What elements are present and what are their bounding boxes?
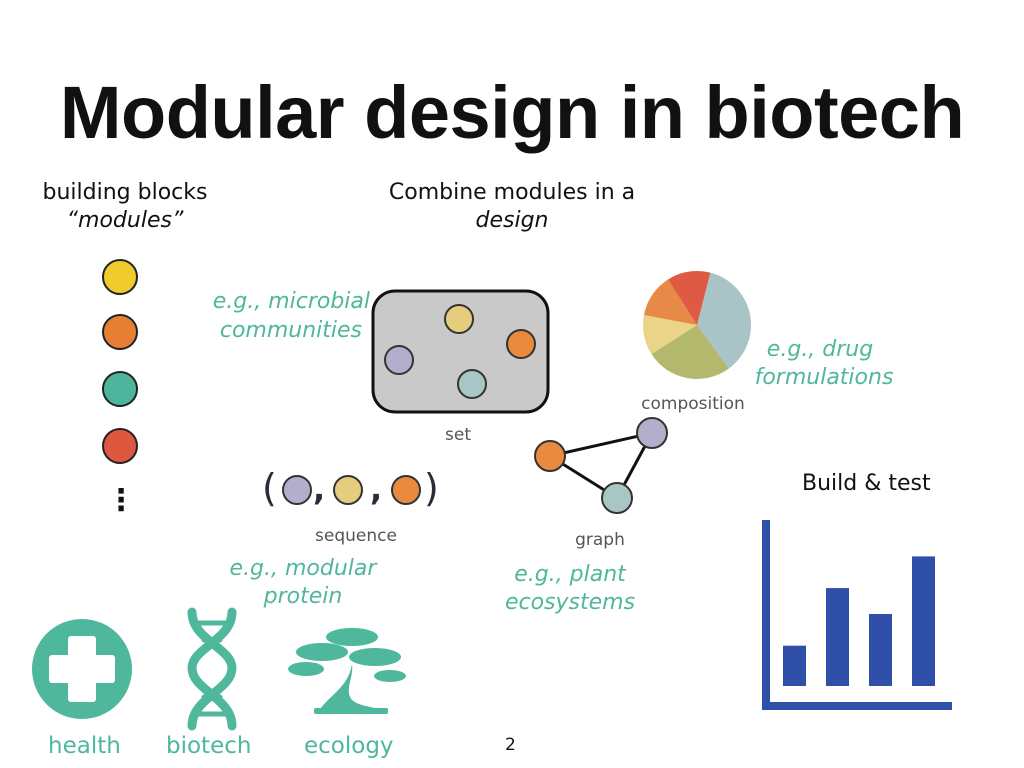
module-yellow [102, 259, 138, 295]
modules-ellipsis: ⋮ [106, 483, 136, 518]
modules-subheading: “modules” [66, 208, 184, 233]
set-module-purple [384, 345, 414, 375]
sequence-module-purple [282, 475, 312, 505]
set-module-orange [506, 329, 536, 359]
graph-node-teal [601, 482, 633, 514]
page-number: 2 [505, 735, 516, 755]
sequence-close-paren: ) [424, 466, 439, 510]
graph-diagram [534, 417, 668, 514]
chart-axes [762, 520, 952, 710]
set-example-line1: e.g., microbial [212, 289, 370, 314]
set-box [371, 289, 550, 414]
combine-heading: Combine modules in a [388, 180, 636, 205]
set-module-teal [457, 369, 487, 399]
pie-slice [651, 325, 729, 379]
graph-node-purple [636, 417, 668, 449]
set-module-yellow [444, 304, 474, 334]
module-red [102, 428, 138, 464]
application-label-biotech: biotech [166, 733, 252, 759]
sequence-open-paren: ( [262, 466, 277, 510]
chart-bar [912, 556, 935, 686]
module-column [102, 259, 138, 464]
graph-label: graph [575, 530, 625, 550]
sequence-label: sequence [315, 526, 397, 546]
composition-example-line2: formulations [754, 365, 894, 390]
composition-pie [643, 271, 751, 379]
modules-heading: building blocks [42, 180, 208, 205]
sequence-module-yellow [333, 475, 363, 505]
chart-bar [783, 645, 806, 686]
set-example-line2: communities [219, 318, 362, 343]
module-teal [102, 371, 138, 407]
health-cross-icon [32, 619, 132, 719]
combine-subheading: design [475, 208, 549, 233]
sequence-comma-2: , [370, 470, 383, 508]
bonsai-tree-icon [288, 628, 406, 714]
graph-edge-1 [549, 431, 653, 458]
application-label-health: health [48, 733, 121, 759]
graph-example-line2: ecosystems [504, 590, 636, 615]
build-test-heading: Build & test [802, 471, 931, 496]
set-diagram [371, 289, 550, 414]
chart-bar [869, 614, 892, 686]
module-orange [102, 314, 138, 350]
composition-example-line1: e.g., drug [766, 337, 874, 362]
pie-slice [643, 279, 697, 325]
sequence-diagram [282, 475, 421, 505]
dna-icon [187, 607, 237, 731]
sequence-example-line2: protein [263, 584, 343, 609]
sequence-example-line1: e.g., modular [229, 556, 377, 581]
page-title: Modular design in biotech [59, 71, 965, 154]
pie-slice [643, 314, 697, 354]
application-label-ecology: ecology [304, 733, 394, 759]
pie-slice [697, 272, 751, 369]
sequence-comma-1: , [313, 470, 326, 508]
composition-label: composition [641, 394, 745, 414]
graph-example-line1: e.g., plant [514, 562, 626, 587]
graph-node-orange [534, 440, 566, 472]
build-test-chart-icon [762, 520, 952, 710]
sequence-module-orange [391, 475, 421, 505]
pie-slice [668, 271, 711, 325]
set-label: set [445, 425, 471, 445]
chart-bar [826, 588, 849, 686]
